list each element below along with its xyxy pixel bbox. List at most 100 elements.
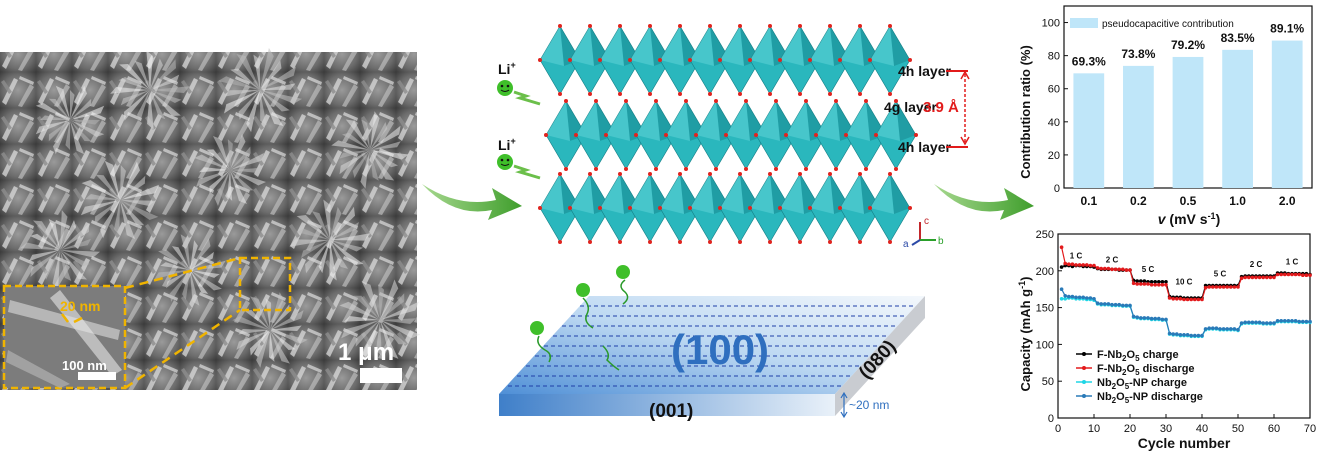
rate-legend-label: F-Nb2O5 charge <box>1097 349 1179 363</box>
octahedron <box>664 99 708 171</box>
rate-point <box>1243 275 1247 280</box>
inset-label-20nm: 20 nm <box>60 298 100 314</box>
rate-point <box>1293 272 1298 277</box>
li-ion-2: Li+ <box>497 136 541 180</box>
slab-li-ions <box>530 265 630 371</box>
rate-point <box>1193 333 1197 338</box>
oxygen-atom <box>538 206 542 210</box>
octahedron <box>868 172 912 244</box>
rate-point <box>1257 275 1262 280</box>
bar-y-tick-label: 0 <box>1054 183 1060 195</box>
oxygen-atom <box>684 167 688 171</box>
rate-point <box>1243 320 1247 325</box>
oxygen-atom <box>798 240 802 244</box>
octahedron <box>658 24 702 96</box>
bar-data-label: 89.1% <box>1270 22 1304 36</box>
oxygen-atom <box>718 206 722 210</box>
svg-text:Li+: Li+ <box>498 136 516 153</box>
rate-label: 10 C <box>1176 277 1193 286</box>
rate-point <box>1247 320 1251 325</box>
rate-point <box>1160 283 1165 287</box>
axis-a-label: a <box>903 239 909 250</box>
oxygen-atom <box>888 240 892 244</box>
rate-point <box>1117 302 1121 307</box>
rate-legend-marker <box>1082 380 1086 384</box>
rate-y-tick-label: 200 <box>1036 266 1054 278</box>
oxygen-atom <box>588 24 592 28</box>
octahedron <box>604 99 648 171</box>
rate-point <box>1153 316 1157 321</box>
rate-point <box>1157 280 1161 284</box>
bar-y-tick-label: 20 <box>1048 150 1060 162</box>
rate-point <box>1142 316 1147 320</box>
rate-point <box>1214 285 1219 289</box>
li-ion-1: Li+ <box>497 60 541 106</box>
oxygen-atom <box>564 99 568 103</box>
rate-label: 1 C <box>1286 258 1299 267</box>
oxygen-atom <box>618 92 622 96</box>
rate-point <box>1092 297 1096 301</box>
oxygen-atom <box>568 206 572 210</box>
rate-point <box>1157 316 1161 321</box>
rate-point <box>1103 266 1107 271</box>
oxygen-atom <box>678 24 682 28</box>
oxygen-atom <box>568 58 572 62</box>
rate-x-tick-label: 40 <box>1196 423 1208 435</box>
bar-0.1 <box>1073 73 1105 188</box>
axis-b-label: b <box>938 236 944 247</box>
rate-point <box>1250 275 1255 280</box>
rate-point <box>1110 267 1114 272</box>
rate-point <box>1167 331 1172 336</box>
rate-point <box>1283 319 1287 323</box>
octahedron <box>868 24 912 96</box>
rate-point <box>1286 319 1291 323</box>
slab-side-face <box>835 296 925 416</box>
oxygen-atom <box>588 92 592 96</box>
rate-point <box>1081 263 1085 267</box>
rate-point <box>1121 303 1125 308</box>
oxygen-atom <box>894 99 898 103</box>
rate-point <box>1142 279 1147 283</box>
rate-point <box>1135 279 1139 283</box>
rate-point <box>1077 295 1082 300</box>
rate-point <box>1236 285 1240 289</box>
rate-point <box>1211 285 1215 289</box>
oxygen-atom <box>574 133 578 137</box>
flow-arrow-1 <box>422 184 522 220</box>
bar-x-tick-label: 0.2 <box>1130 194 1147 208</box>
rate-point <box>1182 297 1186 302</box>
oxygen-atom <box>624 99 628 103</box>
oxygen-atom <box>544 133 548 137</box>
rate-point <box>1160 280 1165 284</box>
rate-point <box>1207 285 1211 289</box>
oxygen-atom <box>768 240 772 244</box>
oxygen-atom <box>724 133 728 137</box>
oxygen-atom <box>678 172 682 176</box>
oxygen-atom <box>798 24 802 28</box>
rate-point <box>1085 263 1089 267</box>
rate-point <box>1268 321 1273 325</box>
rate-point <box>1221 285 1226 289</box>
rate-point <box>1110 302 1114 307</box>
oxygen-atom <box>558 240 562 244</box>
octahedron <box>838 24 882 96</box>
rate-y-axis-label: Capacity (mAh g-1) <box>1017 277 1033 392</box>
bar-legend: pseudocapacitive contribution <box>1070 18 1234 30</box>
rate-point <box>1203 327 1208 331</box>
rate-point <box>1254 320 1258 325</box>
rate-point <box>1063 294 1067 298</box>
layer-label-4g: 4g layer <box>884 99 937 115</box>
rate-point <box>1200 333 1204 338</box>
rate-point <box>1279 272 1283 277</box>
oxygen-atom <box>888 24 892 28</box>
rate-point <box>1146 316 1150 320</box>
rate-point <box>1063 297 1067 301</box>
inset-scale-bar <box>78 372 116 380</box>
oxygen-atom <box>894 167 898 171</box>
rate-point <box>1149 316 1154 321</box>
rate-legend-label: Nb2O5-NP charge <box>1097 377 1187 391</box>
rate-x-tick-label: 50 <box>1232 423 1244 435</box>
rate-point <box>1261 321 1265 325</box>
rate-point <box>1113 267 1118 272</box>
